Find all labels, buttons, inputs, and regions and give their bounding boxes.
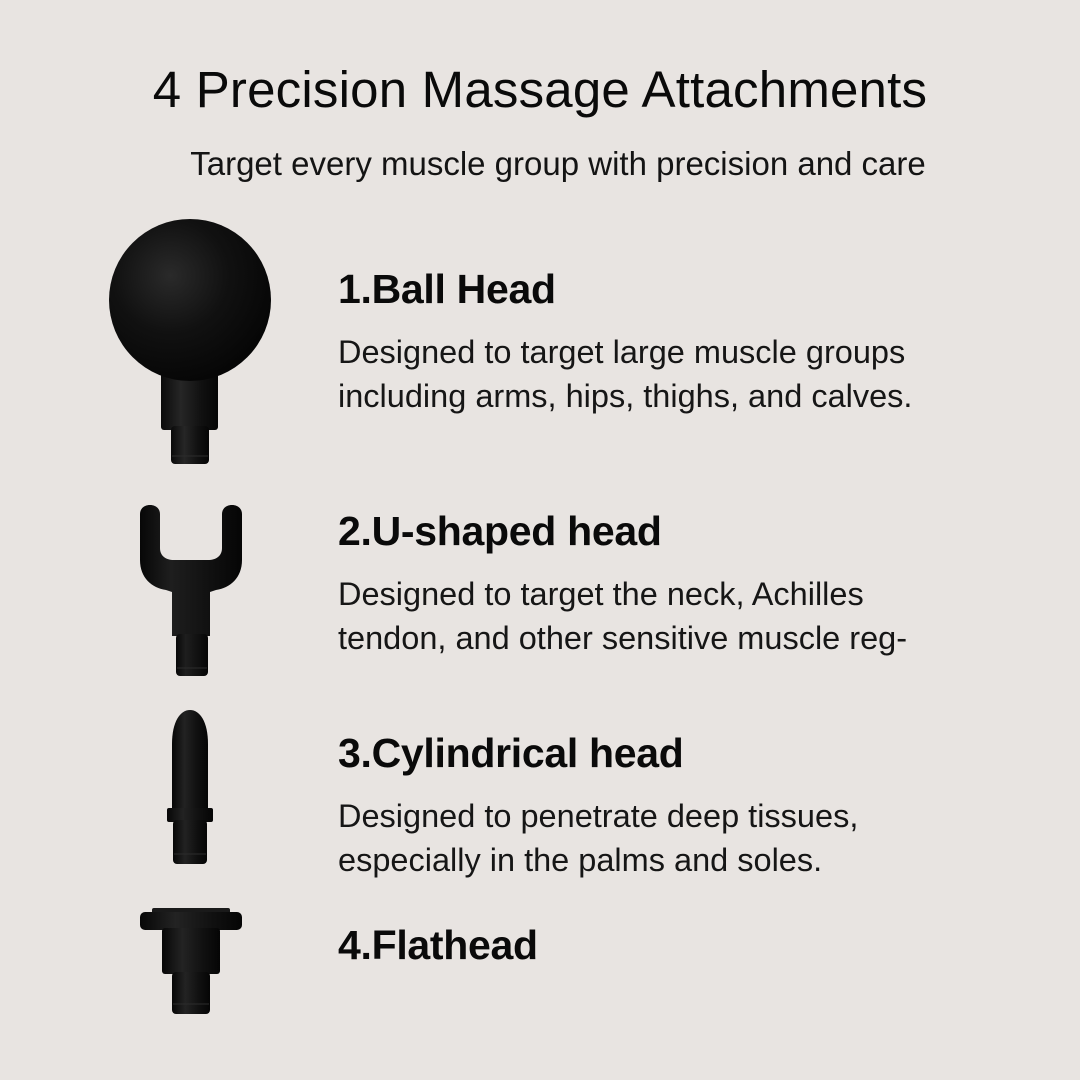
u-shaped-head-icon — [140, 505, 242, 676]
page-subtitle: Target every muscle group with precision… — [190, 145, 926, 182]
flat-head-icon — [140, 908, 242, 1014]
attachment-description: Designed to target the neck, Achilles te… — [338, 576, 908, 656]
cylindrical-head-icon — [167, 710, 213, 864]
attachment-title: 4.Flathead — [338, 922, 538, 968]
attachment-description: Designed to penetrate deep tissues, espe… — [338, 798, 859, 878]
attachment-description: Designed to target large muscle groups i… — [338, 334, 913, 414]
page-title: 4 Precision Massage Attachments — [152, 61, 928, 118]
attachment-title: 2.U-shaped head — [338, 508, 662, 554]
ball-head-icon — [109, 219, 271, 464]
attachment-title: 3.Cylindrical head — [338, 730, 684, 776]
attachment-title: 1.Ball Head — [338, 266, 556, 312]
